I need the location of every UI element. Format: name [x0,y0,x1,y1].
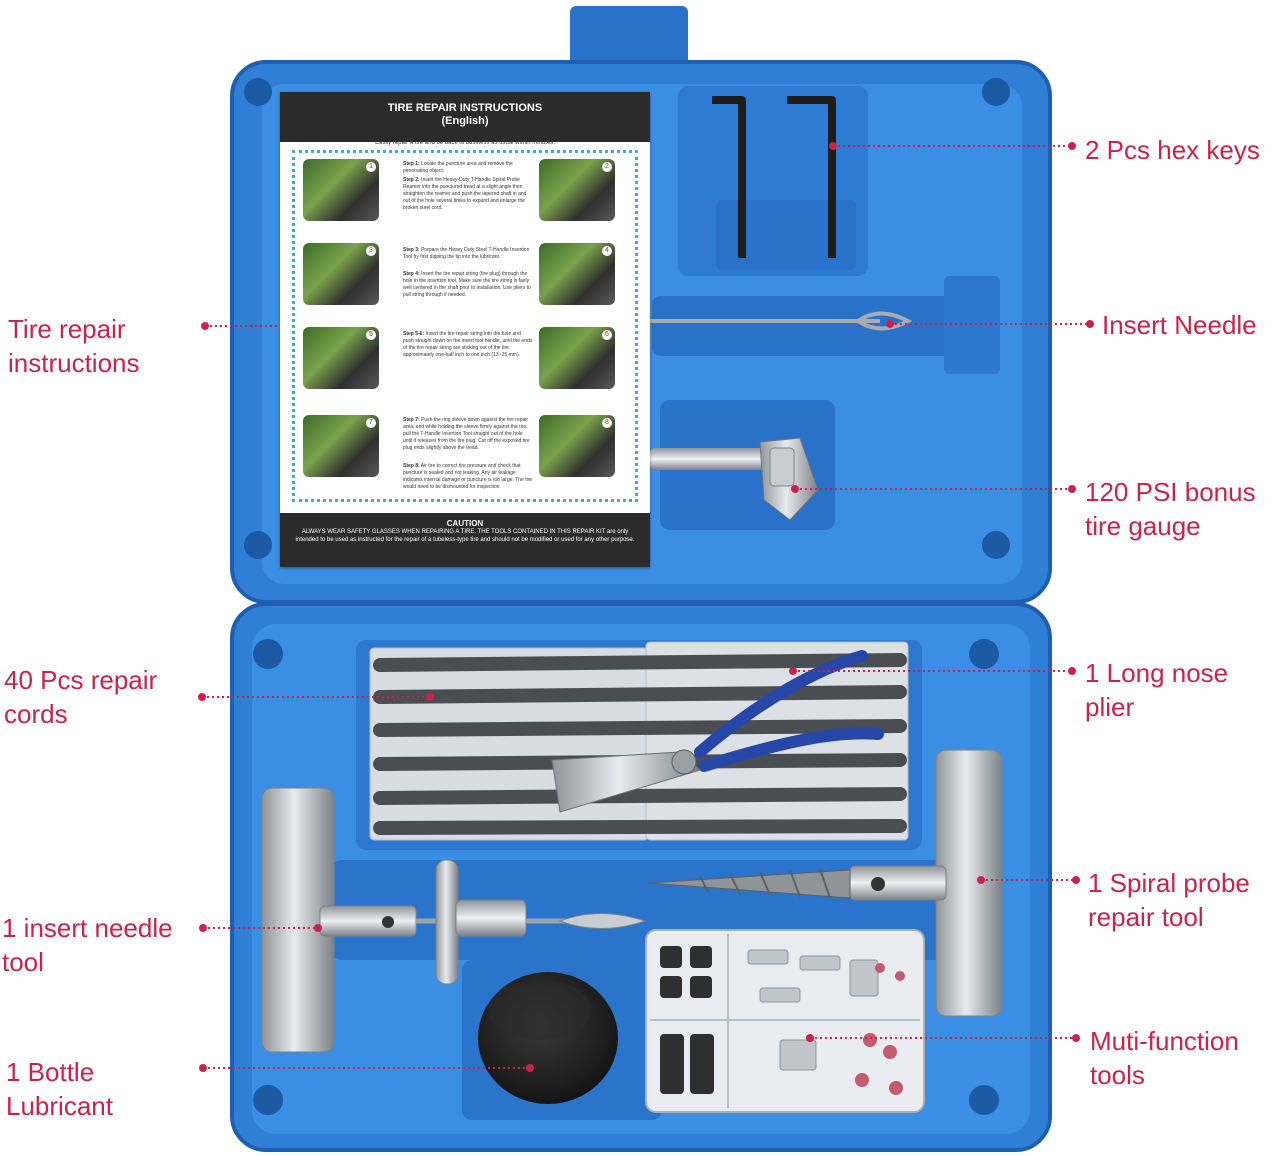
sheet-steps: 1 2 3 4 5 6 7 8 Step 1: Locate the punct… [292,150,638,502]
hex-key-1 [712,96,746,258]
step-photo-5: 5 [303,327,379,389]
step-text-3: Step 3: Prepare the Heavy Duty Steel T-H… [403,247,530,260]
plier-handle-1 [694,650,868,758]
sheet-caution: CAUTION ALWAYS WEAR SAFETY GLASSES WHEN … [280,513,650,567]
valve-cores [660,946,714,1094]
callout-leader-lines [202,145,1090,1069]
sheet-title: TIRE REPAIR INSTRUCTIONS [387,102,543,114]
step-text-2: Step 2: Insert the Heavy-Duty T-Handle S… [403,177,527,211]
label-tire-repair-instructions: Tire repair instructions [8,314,140,378]
label-spiral-probe: 1 Spiral probe repair tool [1088,868,1250,932]
label-hex-keys: 2 Pcs hex keys [1085,135,1260,165]
sheet-header: TIRE REPAIR INSTRUCTIONS (English) [280,92,650,142]
step-photo-7: 7 [303,415,379,477]
repair-cords [373,653,907,835]
step-text-8: Step 8: Air tire to correct tire pressur… [403,463,533,490]
caution-text: ALWAYS WEAR SAFETY GLASSES WHEN REPAIRIN… [295,529,635,543]
label-multi-function-tools: Muti-function tools [1090,1026,1239,1090]
sheet-tagline: Easily repair a tire and be back to busi… [375,140,555,146]
label-long-nose-plier: 1 Long nose plier [1085,658,1229,722]
step-photo-2: 2 [539,159,615,221]
step-photo-6: 6 [539,327,615,389]
label-bottle-lubricant: 1 Bottle Lubricant [6,1057,113,1121]
repair-cords-pack-left [369,647,649,841]
case-latch [570,6,688,76]
label-repair-cords: 40 Pcs repair cords [4,665,158,729]
tire-repair-instruction-sheet: TIRE REPAIR INSTRUCTIONS (English) Easil… [280,92,650,567]
tire-gauge [650,448,776,470]
insert-needle-tool-shaft [319,905,417,937]
callout-dots [198,142,1094,1072]
step-text-4: Step 4: Insert the tire repair string (t… [403,271,531,298]
step-text-1: Step 1: Locate the puncture area and rem… [403,161,513,174]
caution-title: CAUTION [446,519,484,528]
step-text-5: Step 5-6: Insert the tire repair string … [403,331,533,358]
needle-cavity [652,296,952,356]
hex-key-2 [787,96,836,258]
spiral-probe-tip [647,869,851,899]
step-photo-3: 3 [303,243,379,305]
step-photo-8: 8 [539,415,615,477]
plier-jaws [551,751,701,813]
label-insert-needle: Insert Needle [1102,310,1257,340]
step-photo-4: 4 [539,243,615,305]
step-photo-1: 1 [303,159,379,221]
spiral-probe-shaft [849,865,947,901]
step-text-7: Step 7: Push the ring sleeve down agains… [403,417,530,451]
sheet-subtitle: (English) [441,115,489,127]
label-tire-gauge: 120 PSI bonus tire gauge [1085,477,1256,541]
plier-handle-2 [698,727,884,772]
label-insert-needle-tool: 1 insert needle tool [2,913,173,977]
